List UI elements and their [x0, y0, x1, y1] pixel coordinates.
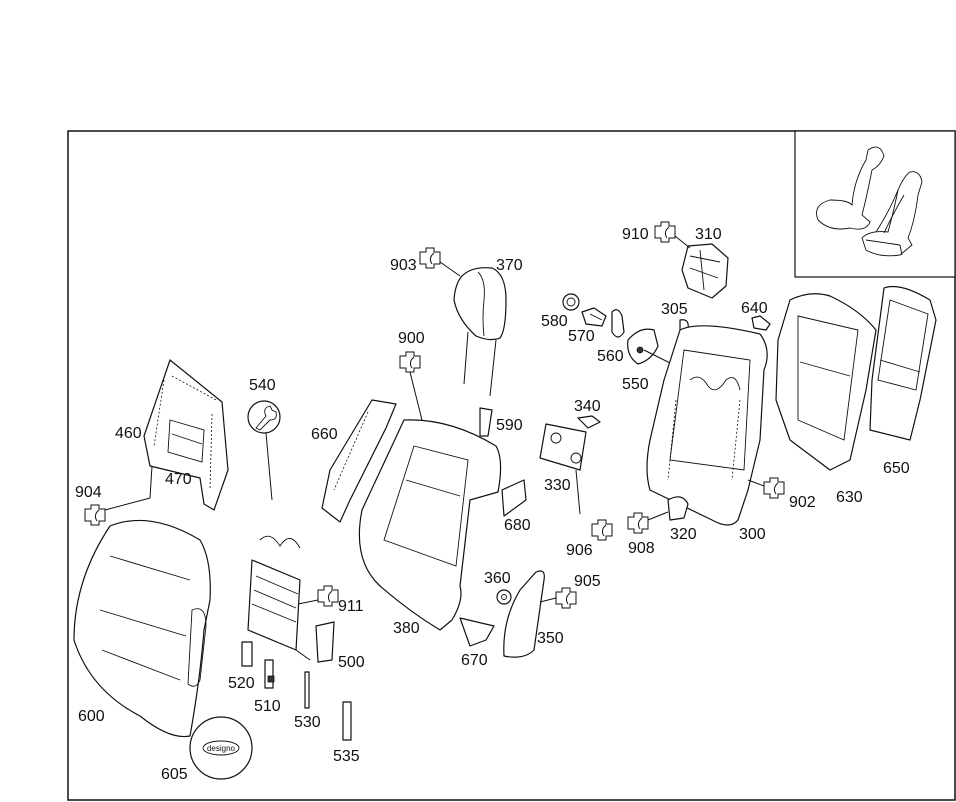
part-460-470-heating-mat — [143, 359, 229, 511]
label-530: 530 — [294, 714, 321, 731]
label-340: 340 — [574, 398, 601, 415]
label-470: 470 — [165, 471, 192, 488]
label-902: 902 — [789, 494, 816, 511]
seat-overview-inset — [794, 130, 956, 278]
tag-905 — [539, 587, 577, 609]
tag-910 — [654, 221, 691, 249]
label-310: 310 — [695, 226, 722, 243]
label-570: 570 — [568, 328, 595, 345]
part-660-side-trim — [321, 399, 397, 523]
label-600: 600 — [78, 708, 105, 725]
label-900: 900 — [398, 330, 425, 347]
label-906: 906 — [566, 542, 593, 559]
part-370-headrest — [453, 267, 507, 397]
tag-900 — [399, 351, 423, 421]
part-310-latch — [681, 243, 729, 299]
part-560-lever — [611, 309, 625, 338]
part-680-trim — [501, 479, 527, 517]
part-570-bolt — [581, 307, 607, 327]
label-911: 911 — [338, 598, 364, 615]
label-680: 680 — [504, 517, 531, 534]
part-540-service-symbol — [247, 400, 281, 501]
part-320-motor — [667, 496, 689, 521]
tag-902 — [747, 477, 785, 499]
label-908: 908 — [628, 540, 655, 557]
part-550-cover — [627, 328, 689, 373]
label-905: 905 — [574, 573, 601, 590]
part-580-cap — [562, 293, 580, 311]
label-535: 535 — [333, 748, 360, 765]
part-535-pin — [342, 701, 352, 741]
part-640-bolt — [751, 315, 771, 331]
label-460: 460 — [115, 425, 142, 442]
label-590: 590 — [496, 417, 523, 434]
label-380: 380 — [393, 620, 420, 637]
label-520: 520 — [228, 675, 255, 692]
label-330: 330 — [544, 477, 571, 494]
label-560: 560 — [597, 348, 624, 365]
part-340-screw — [577, 415, 601, 429]
label-904: 904 — [75, 484, 102, 501]
label-500: 500 — [338, 654, 365, 671]
label-360: 360 — [484, 570, 511, 587]
tag-906 — [591, 519, 613, 541]
label-305: 305 — [661, 301, 688, 318]
label-540: 540 — [249, 377, 276, 394]
part-330-module — [539, 423, 587, 515]
diagram-frame — [67, 130, 956, 801]
label-320: 320 — [670, 526, 697, 543]
label-300: 300 — [739, 526, 766, 543]
label-910: 910 — [622, 226, 649, 243]
part-500-lumbar-support — [247, 535, 335, 663]
tag-911 — [297, 585, 339, 607]
tag-903 — [419, 247, 461, 277]
emblem-text: designo — [207, 744, 236, 753]
tag-904 — [84, 497, 151, 526]
part-520-connector — [241, 641, 253, 667]
part-650-back-panel — [869, 285, 937, 441]
label-605: 605 — [161, 766, 188, 783]
label-670: 670 — [461, 652, 488, 669]
part-630-rear-frame — [775, 293, 877, 471]
label-650: 650 — [883, 460, 910, 477]
label-640: 640 — [741, 300, 768, 317]
part-300-backrest-frame — [646, 325, 768, 526]
part-590-guide — [479, 407, 493, 437]
part-510-switch — [264, 659, 275, 689]
part-350-side-airbag-cover — [503, 570, 545, 658]
label-370: 370 — [496, 257, 523, 274]
part-605-emblem: designo — [189, 716, 253, 780]
label-510: 510 — [254, 698, 281, 715]
part-530-pin — [304, 671, 310, 709]
part-600-backrest-cover — [73, 519, 211, 738]
label-660: 660 — [311, 426, 338, 443]
part-670-trim — [459, 617, 495, 647]
label-580: 580 — [541, 313, 568, 330]
tag-908 — [627, 511, 669, 534]
label-350: 350 — [537, 630, 564, 647]
part-380-backrest-cushion — [358, 419, 502, 631]
label-550: 550 — [622, 376, 649, 393]
part-360-nut — [496, 589, 512, 605]
label-903: 903 — [390, 257, 417, 274]
label-630: 630 — [836, 489, 863, 506]
callout-labels: 910 310 903 370 640 305 580 570 900 560 … — [75, 226, 910, 783]
